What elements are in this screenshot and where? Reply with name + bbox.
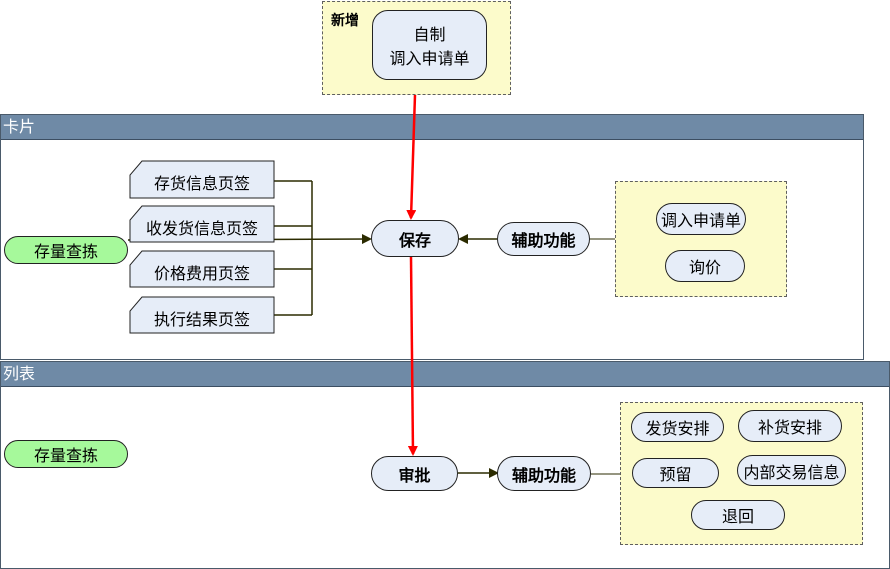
list-aux-function-button[interactable]: 辅助功能 [497,456,591,491]
card-aux-inquiry-button[interactable]: 询价 [665,250,745,282]
list-section-header: 列表 [1,362,889,387]
tab-shape-1 [129,160,275,199]
tab-shape-4 [129,296,275,334]
flow-save-to-approve [407,256,418,456]
list-aux-return-button[interactable]: 退回 [691,500,785,530]
tab-inventory-info[interactable]: 存货信息页签 [153,174,250,193]
tab-shipping-receiving-info[interactable]: 收发货信息页签 [145,219,258,238]
save-button[interactable]: 保存 [371,220,459,257]
card-aux-function-button[interactable]: 辅助功能 [497,222,590,256]
flow-new-to-save [406,94,417,220]
card-aux-transfer-request-button[interactable]: 调入申请单 [656,203,746,235]
list-inventory-query-button[interactable]: 存量查拣 [4,440,128,468]
node-line-1: 自制 [413,25,446,44]
list-aux-internal-trade-info-button[interactable]: 内部交易信息 [737,455,846,486]
approve-button[interactable]: 审批 [371,456,458,491]
list-aux-replenishment-arrangement-button[interactable]: 补货安排 [738,410,842,442]
tab-execution-result[interactable]: 执行结果页签 [153,310,250,329]
self-made-transfer-request-node[interactable]: 自制 调入申请单 [372,10,487,80]
card-inventory-query-button[interactable]: 存量查拣 [4,236,128,264]
new-box-title: 新增 [331,13,359,29]
tab-shape-2 [129,205,275,243]
tab-price-cost[interactable]: 价格费用页签 [153,264,250,283]
card-section-header: 卡片 [1,115,863,140]
list-aux-reserve-button[interactable]: 预留 [632,458,719,488]
tab-shape-3 [129,250,275,288]
list-aux-shipping-arrangement-button[interactable]: 发货安排 [631,412,724,442]
card-aux-box [615,181,787,297]
node-line-2: 调入申请单 [389,49,470,68]
